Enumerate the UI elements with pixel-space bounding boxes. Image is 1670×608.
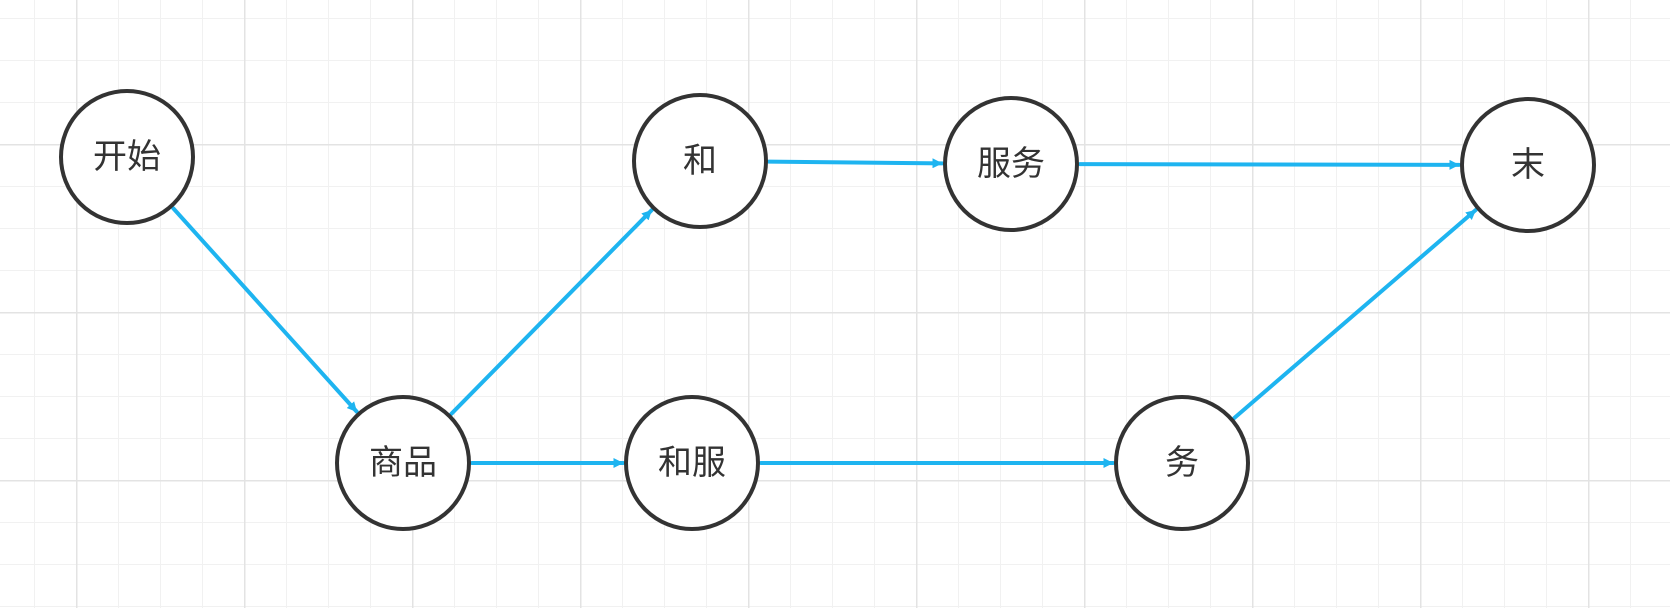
- node-circle: [624, 395, 760, 531]
- node-hefu[interactable]: 和服: [624, 395, 760, 531]
- node-label: 和: [683, 141, 717, 181]
- node-start[interactable]: 开始: [59, 89, 195, 225]
- node-label: 服务: [977, 144, 1045, 184]
- node-label: 和服: [658, 443, 726, 483]
- edge-start-to-goods: [171, 206, 359, 414]
- node-circle: [632, 93, 768, 229]
- node-fuwu[interactable]: 服务: [943, 96, 1079, 232]
- edge-goods-to-he: [449, 208, 654, 416]
- node-wu[interactable]: 务: [1114, 395, 1250, 531]
- node-circle: [335, 395, 471, 531]
- edges-layer: [171, 158, 1478, 468]
- node-label: 商品: [369, 443, 437, 483]
- node-label: 务: [1165, 443, 1199, 483]
- edge-wu-to-end: [1232, 208, 1478, 420]
- node-he[interactable]: 和: [632, 93, 768, 229]
- node-end[interactable]: 末: [1460, 97, 1596, 233]
- node-circle: [943, 96, 1079, 232]
- node-circle: [59, 89, 195, 225]
- edge-he-to-fuwu: [766, 158, 945, 169]
- edge-fuwu-to-end: [1077, 159, 1462, 170]
- node-goods[interactable]: 商品: [335, 395, 471, 531]
- node-circle: [1114, 395, 1250, 531]
- node-label: 末: [1511, 145, 1545, 185]
- node-circle: [1460, 97, 1596, 233]
- node-label: 开始: [93, 137, 161, 177]
